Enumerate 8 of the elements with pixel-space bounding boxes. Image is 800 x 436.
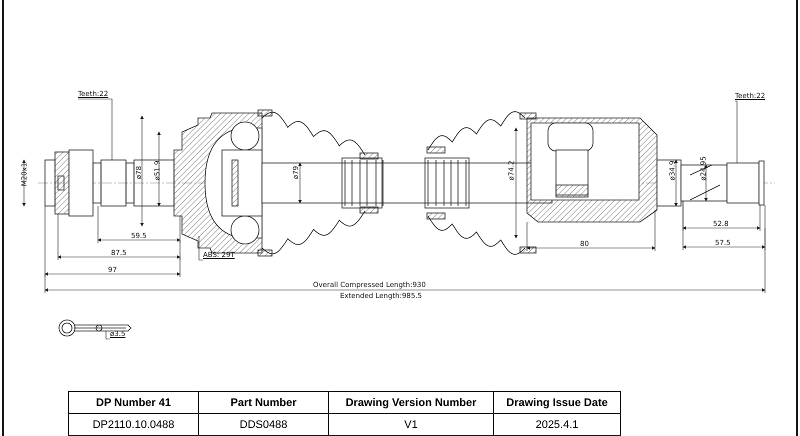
leader-line [78, 98, 112, 160]
leader-line [734, 100, 738, 164]
leader-line [198, 236, 204, 260]
leader-line [106, 330, 110, 340]
column-header: Drawing Issue Date [493, 391, 621, 414]
table-value: DP2110.10.0488 [68, 413, 199, 436]
column-header: DP Number 41 [68, 391, 199, 414]
table-value: 2025.4.1 [493, 413, 621, 436]
